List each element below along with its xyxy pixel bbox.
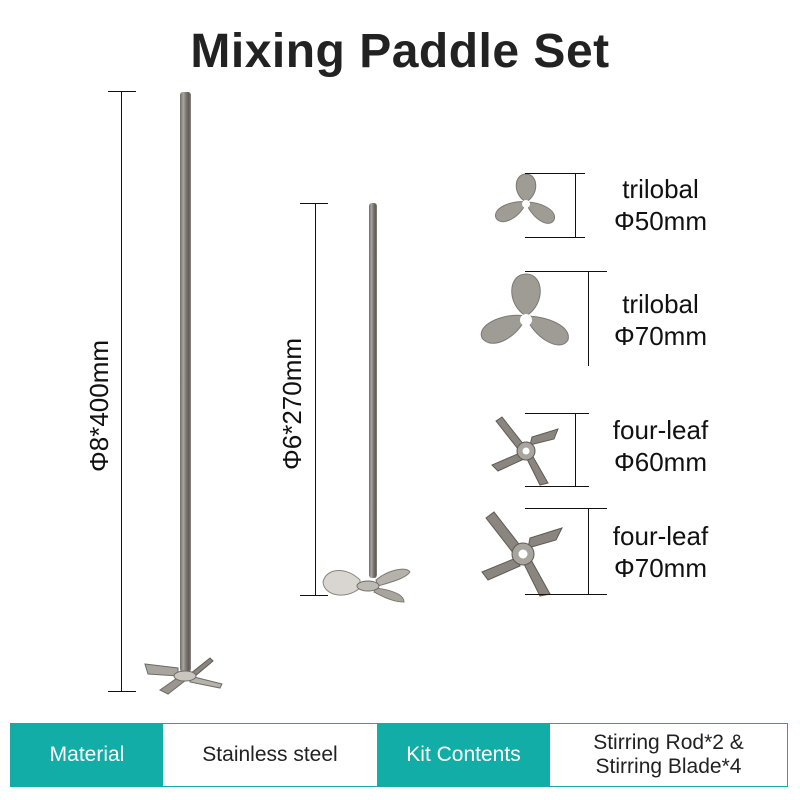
trilobal-blade-icon <box>480 273 569 346</box>
spec-table: Material Stainless steel Kit Contents St… <box>10 723 788 787</box>
trilobal-blade-icon <box>495 173 556 224</box>
trilobal-blade-icon <box>322 568 411 603</box>
material-label: Material <box>11 724 163 786</box>
rod-1-size-label: Φ8*400mm <box>84 339 114 472</box>
page-title: Mixing Paddle Set <box>190 25 610 78</box>
blade-type-label: trilobal <box>622 174 699 204</box>
kit-contents-line-2: Stirring Blade*4 <box>595 755 742 778</box>
blade-size-label: Φ60mm <box>614 447 707 477</box>
blade-type-label: four-leaf <box>612 415 709 445</box>
blade-size-label: Φ70mm <box>614 553 707 583</box>
blade-type-label: trilobal <box>622 289 699 319</box>
four-leaf-blade-icon <box>144 657 223 695</box>
four-leaf-blade-icon <box>481 511 563 597</box>
kit-contents-value: Stirring Rod*2 & Stirring Blade*4 <box>550 724 787 786</box>
blade-size-label: Φ50mm <box>614 206 707 236</box>
material-value: Stainless steel <box>163 724 377 786</box>
rod-2-size-label: Φ6*270mm <box>277 337 307 470</box>
four-leaf-blade-icon <box>491 416 559 486</box>
blade-type-label: four-leaf <box>612 521 709 551</box>
kit-contents-label: Kit Contents <box>377 724 550 786</box>
kit-contents-line-1: Stirring Rod*2 & <box>593 731 744 754</box>
blade-size-label: Φ70mm <box>614 321 707 351</box>
